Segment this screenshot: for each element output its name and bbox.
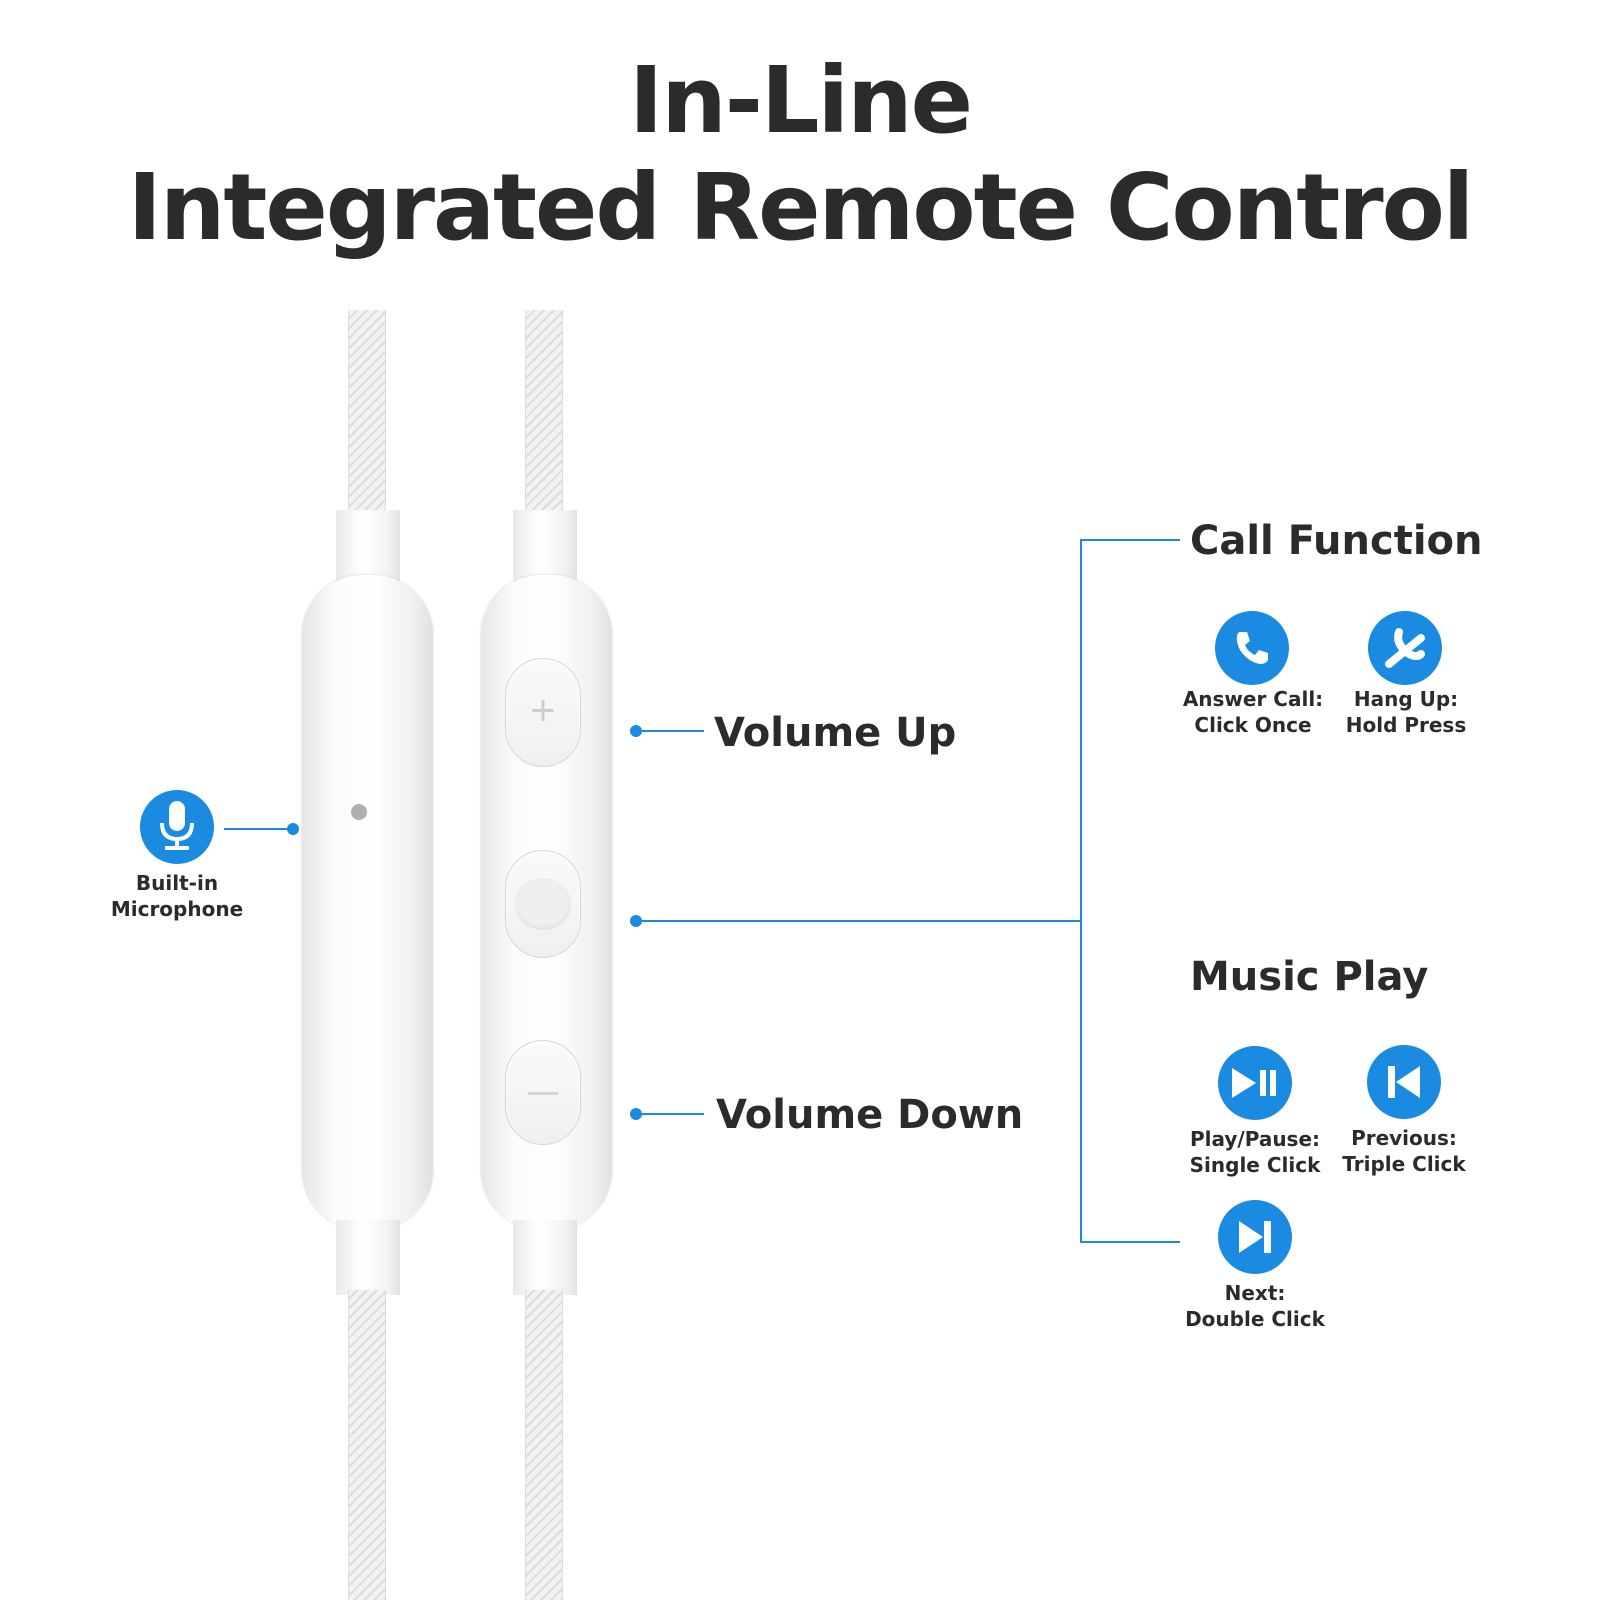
previous-gesture: Triple Click	[1342, 1152, 1466, 1176]
music-play-heading: Music Play	[1190, 954, 1429, 1000]
microphone-icon	[140, 790, 214, 864]
next-icon	[1218, 1200, 1292, 1274]
cable-left-top	[348, 310, 386, 515]
previous-action: Previous:	[1351, 1126, 1457, 1150]
microphone-connector-dot	[287, 823, 299, 835]
microphone-connector-line	[224, 828, 292, 830]
hang-up-caption: Hang Up:Hold Press	[1321, 686, 1491, 738]
cable-right-bottom	[525, 1290, 563, 1600]
volume-up-line	[636, 730, 704, 732]
play-pause-action: Play/Pause:	[1189, 1127, 1321, 1151]
play-pause-icon	[1218, 1046, 1292, 1120]
title-line1: In-Line	[629, 47, 973, 154]
hang-up-icon	[1368, 611, 1442, 685]
answer-call-action: Answer Call:	[1182, 687, 1324, 711]
multifunction-line	[636, 920, 1082, 922]
microphone-label-line2: Microphone	[110, 897, 244, 921]
answer-call-caption: Answer Call:Click Once	[1168, 686, 1338, 738]
collar-right-top	[513, 510, 577, 585]
collar-left-top	[336, 510, 400, 585]
volume-up-label: Volume Up	[714, 710, 957, 756]
center-button-icon	[515, 878, 571, 930]
collar-left-bottom	[336, 1220, 400, 1295]
previous-caption: Previous:Triple Click	[1319, 1125, 1489, 1177]
multifunction-button	[505, 850, 581, 958]
volume-down-label: Volume Down	[716, 1092, 1024, 1138]
collar-right-bottom	[513, 1220, 577, 1295]
hang-up-gesture: Hold Press	[1345, 713, 1467, 737]
phone-icon	[1215, 611, 1289, 685]
plus-icon: +	[528, 690, 558, 730]
play-pause-gesture: Single Click	[1189, 1153, 1321, 1177]
play-pause-caption: Play/Pause:Single Click	[1170, 1126, 1340, 1178]
next-caption: Next:Double Click	[1170, 1280, 1340, 1332]
previous-icon	[1367, 1045, 1441, 1119]
bracket-top-line	[1080, 539, 1180, 541]
cable-right-top	[525, 310, 563, 515]
remote-body-left	[302, 575, 433, 1230]
call-function-heading: Call Function	[1190, 518, 1483, 564]
volume-down-line	[636, 1113, 704, 1115]
bracket-vertical-line	[1080, 539, 1082, 1243]
next-gesture: Double Click	[1185, 1307, 1325, 1331]
volume-up-button: +	[505, 658, 581, 767]
answer-call-gesture: Click Once	[1194, 713, 1312, 737]
microphone-label-line1: Built-in	[135, 871, 219, 895]
hang-up-action: Hang Up:	[1353, 687, 1459, 711]
bracket-bottom-line	[1080, 1241, 1180, 1243]
cable-left-bottom	[348, 1290, 386, 1600]
title-line2: Integrated Remote Control	[127, 154, 1475, 261]
next-action: Next:	[1224, 1281, 1286, 1305]
minus-icon	[528, 1092, 558, 1095]
volume-down-button	[505, 1040, 581, 1145]
microphone-hole	[351, 804, 367, 820]
